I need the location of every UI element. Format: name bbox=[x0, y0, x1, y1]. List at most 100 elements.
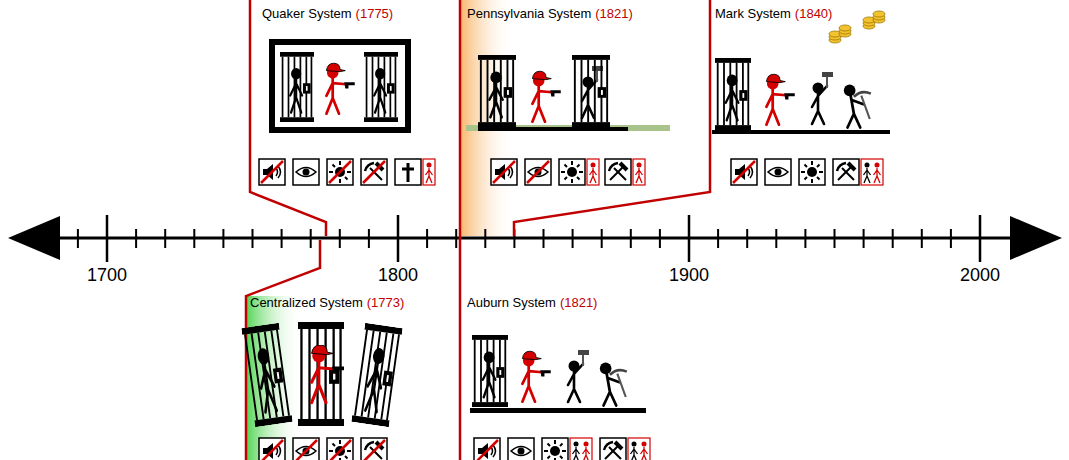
group-icon bbox=[861, 159, 883, 185]
pennsylvania-auburn-leader bbox=[459, 0, 462, 460]
labour-icon bbox=[361, 438, 387, 460]
labour-icon bbox=[833, 159, 859, 185]
ground-line bbox=[470, 408, 646, 413]
system-heading: Auburn System(1821) bbox=[467, 295, 597, 311]
guard-figure bbox=[312, 345, 344, 403]
watch-icon bbox=[293, 438, 319, 460]
prohibition-slash bbox=[363, 440, 385, 460]
light-icon bbox=[327, 438, 353, 460]
system-heading: Quaker System(1775) bbox=[262, 6, 393, 22]
system-year: (1821) bbox=[595, 6, 633, 22]
quaker-leader bbox=[250, 0, 326, 236]
light-icon bbox=[542, 438, 568, 460]
pennsylvania-icons bbox=[491, 159, 645, 185]
working-prisoner bbox=[568, 350, 589, 402]
prohibition-slash bbox=[476, 440, 498, 460]
system-year: (1775) bbox=[356, 6, 394, 22]
cell-frame bbox=[572, 55, 610, 127]
guard-figure bbox=[522, 351, 550, 401]
centralized-icons bbox=[259, 438, 387, 460]
labour-icon bbox=[600, 438, 626, 460]
silence-icon bbox=[259, 159, 285, 185]
solitary-icon bbox=[633, 159, 645, 185]
prohibition-slash bbox=[329, 161, 351, 183]
pennsylvania-illustration bbox=[466, 55, 670, 131]
system-name: Auburn System bbox=[467, 295, 556, 311]
solitary-icon bbox=[423, 159, 435, 185]
prohibition-slash bbox=[527, 161, 549, 183]
centralized-illustration bbox=[241, 322, 403, 427]
tilted-cell bbox=[241, 323, 293, 427]
centralized-band bbox=[246, 296, 302, 460]
auburn-icons bbox=[474, 438, 650, 460]
guard-figure bbox=[766, 74, 794, 124]
prison-cell bbox=[715, 58, 751, 130]
prohibition-slash bbox=[493, 161, 515, 183]
prison-cell bbox=[364, 52, 398, 122]
year-label: 2000 bbox=[960, 264, 1000, 286]
quaker-icons bbox=[259, 159, 435, 185]
mark-leader bbox=[514, 0, 710, 236]
silence-icon bbox=[731, 159, 757, 185]
prohibition-slash bbox=[329, 440, 351, 460]
silence-icon bbox=[474, 438, 500, 460]
prison-cell bbox=[472, 335, 508, 407]
silence-icon bbox=[491, 159, 517, 185]
prohibition-slash bbox=[261, 161, 283, 183]
system-year: (1840) bbox=[795, 6, 833, 22]
prison-wall bbox=[272, 42, 408, 130]
ground-line bbox=[712, 130, 890, 134]
prison-cell bbox=[241, 323, 293, 427]
group-icon bbox=[628, 438, 650, 460]
prohibition-slash bbox=[733, 161, 755, 183]
mark-illustration bbox=[712, 11, 890, 134]
timeline-arrow-left bbox=[8, 216, 60, 260]
prison-cell bbox=[478, 55, 516, 127]
working-prisoner bbox=[844, 85, 871, 128]
system-heading: Mark System(1840) bbox=[715, 6, 832, 22]
labour-icon bbox=[605, 159, 631, 185]
prison-cell bbox=[280, 52, 314, 122]
coin-stack bbox=[873, 11, 885, 23]
light-icon bbox=[799, 159, 825, 185]
guard-figure bbox=[326, 63, 354, 113]
prohibition-slash bbox=[295, 440, 317, 460]
religion-icon bbox=[395, 159, 421, 185]
mark-icons bbox=[731, 159, 883, 185]
watch-icon bbox=[508, 438, 534, 460]
prohibition-slash bbox=[261, 440, 283, 460]
ground-line bbox=[478, 127, 628, 131]
system-name: Quaker System bbox=[262, 6, 352, 22]
quaker-illustration bbox=[272, 42, 408, 130]
timeline-axis bbox=[55, 237, 1015, 240]
watch-icon bbox=[525, 159, 551, 185]
system-name: Pennsylvania System bbox=[467, 6, 591, 22]
guard-figure bbox=[532, 71, 560, 121]
watch-icon bbox=[293, 159, 319, 185]
system-heading: Pennsylvania System(1821) bbox=[467, 6, 633, 22]
prohibition-slash bbox=[363, 161, 385, 183]
tilted-cell bbox=[351, 323, 403, 427]
year-label: 1800 bbox=[378, 264, 418, 286]
system-name: Mark System bbox=[715, 6, 791, 22]
timeline-arrow-right bbox=[1010, 216, 1062, 260]
prison-cell bbox=[351, 323, 403, 427]
system-year: (1821) bbox=[560, 295, 598, 311]
light-icon bbox=[559, 159, 585, 185]
watch-icon bbox=[765, 159, 791, 185]
system-name: Centralized System bbox=[250, 295, 363, 311]
labour-icon bbox=[361, 159, 387, 185]
year-label: 1900 bbox=[669, 264, 709, 286]
working-prisoner bbox=[600, 363, 627, 406]
auburn-illustration bbox=[470, 335, 646, 413]
group-icon bbox=[570, 438, 592, 460]
system-heading: Centralized System(1773) bbox=[250, 295, 404, 311]
light-icon bbox=[327, 159, 353, 185]
solitary-icon bbox=[587, 159, 599, 185]
year-label: 1700 bbox=[87, 264, 127, 286]
central-cell bbox=[298, 322, 344, 426]
system-year: (1773) bbox=[367, 295, 405, 311]
